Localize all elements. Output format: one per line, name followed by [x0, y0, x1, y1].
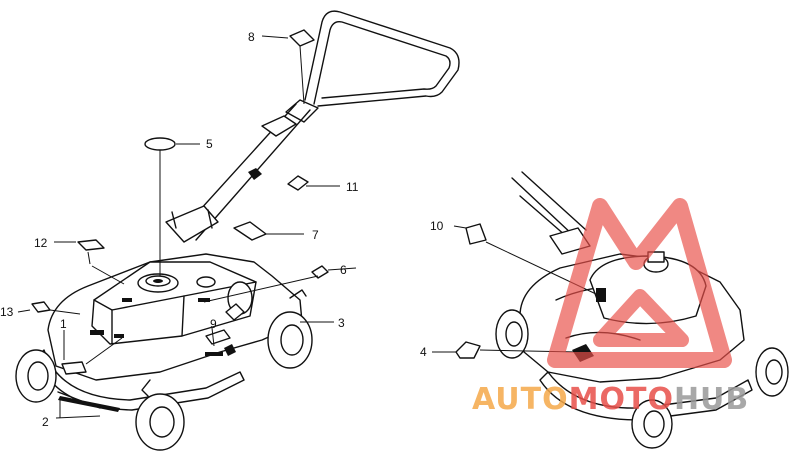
- decal-1-shape: [61, 361, 87, 375]
- leader-lines: [17, 35, 357, 419]
- callout-8: 8: [248, 30, 255, 44]
- callout-labels: 1 2 3 4 5 6 7 8 9 10 11 12 13: [0, 30, 444, 429]
- decal-12-shape: [77, 239, 105, 251]
- watermark-hub: HUB: [674, 382, 749, 417]
- left-mower-drawing: [15, 10, 460, 451]
- decal-8-shape: [289, 29, 315, 47]
- watermark-moto: MOTO: [569, 382, 674, 417]
- decal-11-shape: [287, 175, 309, 191]
- callout-3: 3: [338, 316, 345, 330]
- right-mower-wheels: [495, 309, 789, 449]
- left-mower-wheels: [15, 281, 313, 451]
- callout-11: 11: [346, 180, 359, 194]
- decal-5-shape: [144, 137, 176, 151]
- callout-6: 6: [340, 263, 347, 277]
- decal-6-shape: [311, 265, 329, 279]
- callout-2: 2: [42, 415, 49, 429]
- decal-7-shape: [233, 221, 267, 241]
- callout-10: 10: [430, 219, 444, 233]
- callout-12: 12: [34, 236, 48, 250]
- callout-4: 4: [420, 345, 427, 359]
- watermark-logo-triangle: [547, 198, 732, 368]
- decal-3-shape: [225, 303, 245, 321]
- svg-text:AUTOMOTOHUB: AUTOMOTOHUB: [472, 382, 749, 417]
- callout-9: 9: [210, 317, 217, 331]
- callout-13: 13: [0, 305, 14, 319]
- watermark-auto: AUTO: [472, 382, 569, 417]
- automotohub-watermark: AUTOMOTOHUB: [472, 198, 749, 417]
- left-mower-decals: [31, 29, 329, 375]
- decal-13-shape: [31, 301, 51, 313]
- decal-10-shape: [465, 223, 487, 245]
- callout-7: 7: [312, 228, 319, 242]
- right-mower-decals: [432, 223, 597, 359]
- callout-5: 5: [206, 137, 213, 151]
- decal-9-shape: [205, 329, 231, 345]
- callout-1: 1: [60, 317, 67, 331]
- decal-4-shape: [455, 341, 481, 359]
